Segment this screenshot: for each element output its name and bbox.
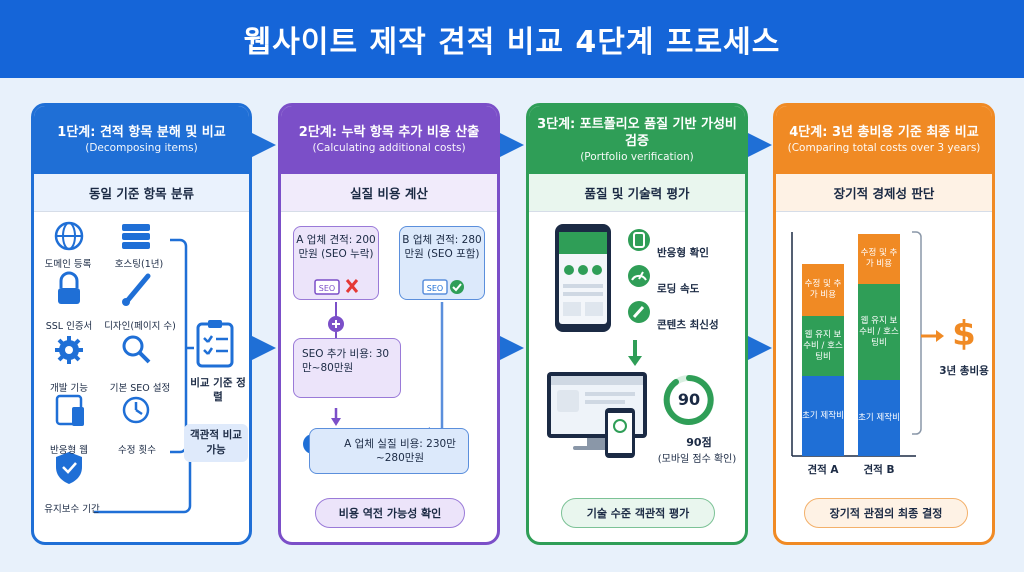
- brush-icon: [122, 273, 151, 306]
- a-quote-text: A 업체 견적: 200만원 (SEO 누락): [296, 234, 376, 260]
- speedometer-icon: [628, 265, 650, 287]
- responsive-check-icon: [628, 229, 650, 251]
- item-hosting: 호스팅(1년): [114, 259, 164, 270]
- step4-header: 4단계: 3년 총비용 기준 최종 비교 (Comparing total co…: [776, 106, 992, 174]
- total-label: 3년 총비용: [939, 365, 989, 377]
- item-domain: 도메인 등록: [44, 259, 92, 270]
- bar-b-maint: 웹 유지 보수비 / 호스팅비: [858, 284, 900, 380]
- bar-a-maint: 웹 유지 보수비 / 호스팅비: [802, 316, 844, 376]
- step3-panel: 3단계: 포트폴리오 품질 기반 가성비 검증 (Portfolio verif…: [526, 103, 748, 545]
- seo-tag-a: [314, 279, 340, 295]
- b-quote-box: B 업체 견적: 280만원 (SEO 포함): [399, 226, 485, 300]
- history-icon: [122, 396, 150, 424]
- score-ring: [663, 375, 714, 425]
- step2-section: 실질 비용 계산: [281, 174, 497, 212]
- item-ssl: SSL 인증서: [45, 321, 93, 332]
- check-circle-icon: [450, 280, 464, 294]
- item-responsive: 반응형 웹: [50, 445, 88, 456]
- monitor-mockup-icon: [547, 372, 647, 458]
- step3-header: 3단계: 포트폴리오 품질 기반 가성비 검증 (Portfolio verif…: [529, 106, 745, 174]
- step1-icons: [54, 221, 234, 514]
- step4-panel: 4단계: 3년 총비용 기준 최종 비교 (Comparing total co…: [773, 103, 995, 545]
- page-title: 웹사이트 제작 견적 비교 4단계 프로세스: [243, 25, 781, 60]
- a-real-text: A 업체 실질 비용: 230만~280만원: [344, 438, 456, 464]
- step1-title: 1단계: 견적 항목 분해 및 비교: [57, 125, 226, 140]
- score-value: 90: [677, 390, 701, 409]
- seo-extra-text: SEO 추가 비용: 30만~80만원: [302, 348, 390, 374]
- step2-result: 비용 역전 가능성 확인: [315, 498, 465, 528]
- bracket-line: [170, 238, 188, 454]
- step3-subtitle: (Portfolio verification): [580, 150, 694, 163]
- step1-header: 1단계: 견적 항목 분해 및 비교 (Decomposing items): [34, 106, 249, 174]
- seo-tag-a-text: SEO: [319, 284, 335, 293]
- item-revisions: 수정 횟수: [118, 445, 156, 456]
- title-bar: 웹사이트 제작 견적 비교 4단계 프로세스: [0, 0, 1024, 78]
- score-label: 90점: [686, 436, 712, 449]
- edit-icon: [628, 301, 650, 323]
- step2-title: 2단계: 누락 항목 추가 비용 산출: [298, 125, 480, 140]
- a-real-box: A 업체 실질 비용: 230만~280만원: [309, 428, 469, 474]
- plus-icon: [328, 316, 344, 332]
- phone-mockup-icon: [555, 224, 611, 332]
- shield-check-icon: [56, 452, 82, 484]
- devices-icon: [55, 394, 84, 426]
- step3-result: 기술 수준 객관적 평가: [561, 498, 715, 528]
- clipboard-icon: [196, 320, 234, 368]
- search-icon: [122, 335, 151, 364]
- score-note: (모바일 점수 확인): [657, 454, 737, 465]
- step3-graphics: [547, 224, 714, 458]
- bar-b-initial: 초기 제작비: [858, 380, 900, 456]
- server-icon: [122, 224, 150, 249]
- bar-b-label: 견적 B: [863, 464, 895, 476]
- objective-badge: 객관적 비교 가능: [184, 424, 248, 462]
- item-seo: 기본 SEO 설정: [109, 383, 171, 394]
- x-mark-icon: [345, 279, 359, 293]
- bar-b-extra: 수정 및 추가 비용: [858, 234, 900, 284]
- step2-header: 2단계: 누락 항목 추가 비용 산출 (Calculating additio…: [281, 106, 497, 174]
- seo-extra-box: SEO 추가 비용: 30만~80만원: [293, 338, 401, 398]
- item-dev: 개발 기능: [50, 383, 88, 394]
- bar-a-extra: 수정 및 추가 비용: [802, 264, 844, 316]
- gear-icon: [55, 336, 83, 364]
- seo-tag-b-text: SEO: [427, 284, 443, 293]
- criteria-label: 비교 기준 정렬: [190, 377, 246, 403]
- check-responsive: 반응형 확인: [657, 247, 709, 259]
- step4-subtitle: (Comparing total costs over 3 years): [787, 142, 981, 154]
- step2-subtitle: (Calculating additional costs): [312, 142, 466, 154]
- item-maintenance: 유지보수 기간: [44, 504, 100, 515]
- check-list: 반응형 확인 로딩 속도 콘텐츠 최신성: [657, 235, 745, 343]
- step1-section: 동일 기준 항목 분류: [34, 174, 249, 212]
- step3-section: 품질 및 기술력 평가: [529, 174, 745, 212]
- step4-result: 장기적 관점의 최종 결정: [804, 498, 968, 528]
- check-content: 콘텐츠 최신성: [657, 319, 719, 331]
- bar-a-label: 견적 A: [807, 464, 839, 476]
- step3-title: 3단계: 포트폴리오 품질 기반 가성비 검증: [537, 116, 737, 149]
- step2-panel: 2단계: 누락 항목 추가 비용 산출 (Calculating additio…: [278, 103, 500, 545]
- bar-a-initial: 초기 제작비: [802, 376, 844, 456]
- step1-subtitle: (Decomposing items): [85, 142, 198, 154]
- seo-tag-b: [422, 279, 448, 295]
- dollar-icon: $: [952, 314, 976, 354]
- lock-icon: [58, 271, 80, 304]
- item-design: 디자인(페이지 수): [104, 321, 176, 332]
- step4-title: 4단계: 3년 총비용 기준 최종 비교: [789, 125, 979, 140]
- b-quote-text: B 업체 견적: 280만원 (SEO 포함): [402, 234, 482, 260]
- step4-section: 장기적 경제성 판단: [776, 174, 992, 212]
- step1-panel: 1단계: 견적 항목 분해 및 비교 (Decomposing items) 동…: [31, 103, 252, 545]
- step4-axes: [791, 231, 944, 457]
- check-loading: 로딩 속도: [657, 283, 700, 295]
- globe-icon: [54, 221, 84, 251]
